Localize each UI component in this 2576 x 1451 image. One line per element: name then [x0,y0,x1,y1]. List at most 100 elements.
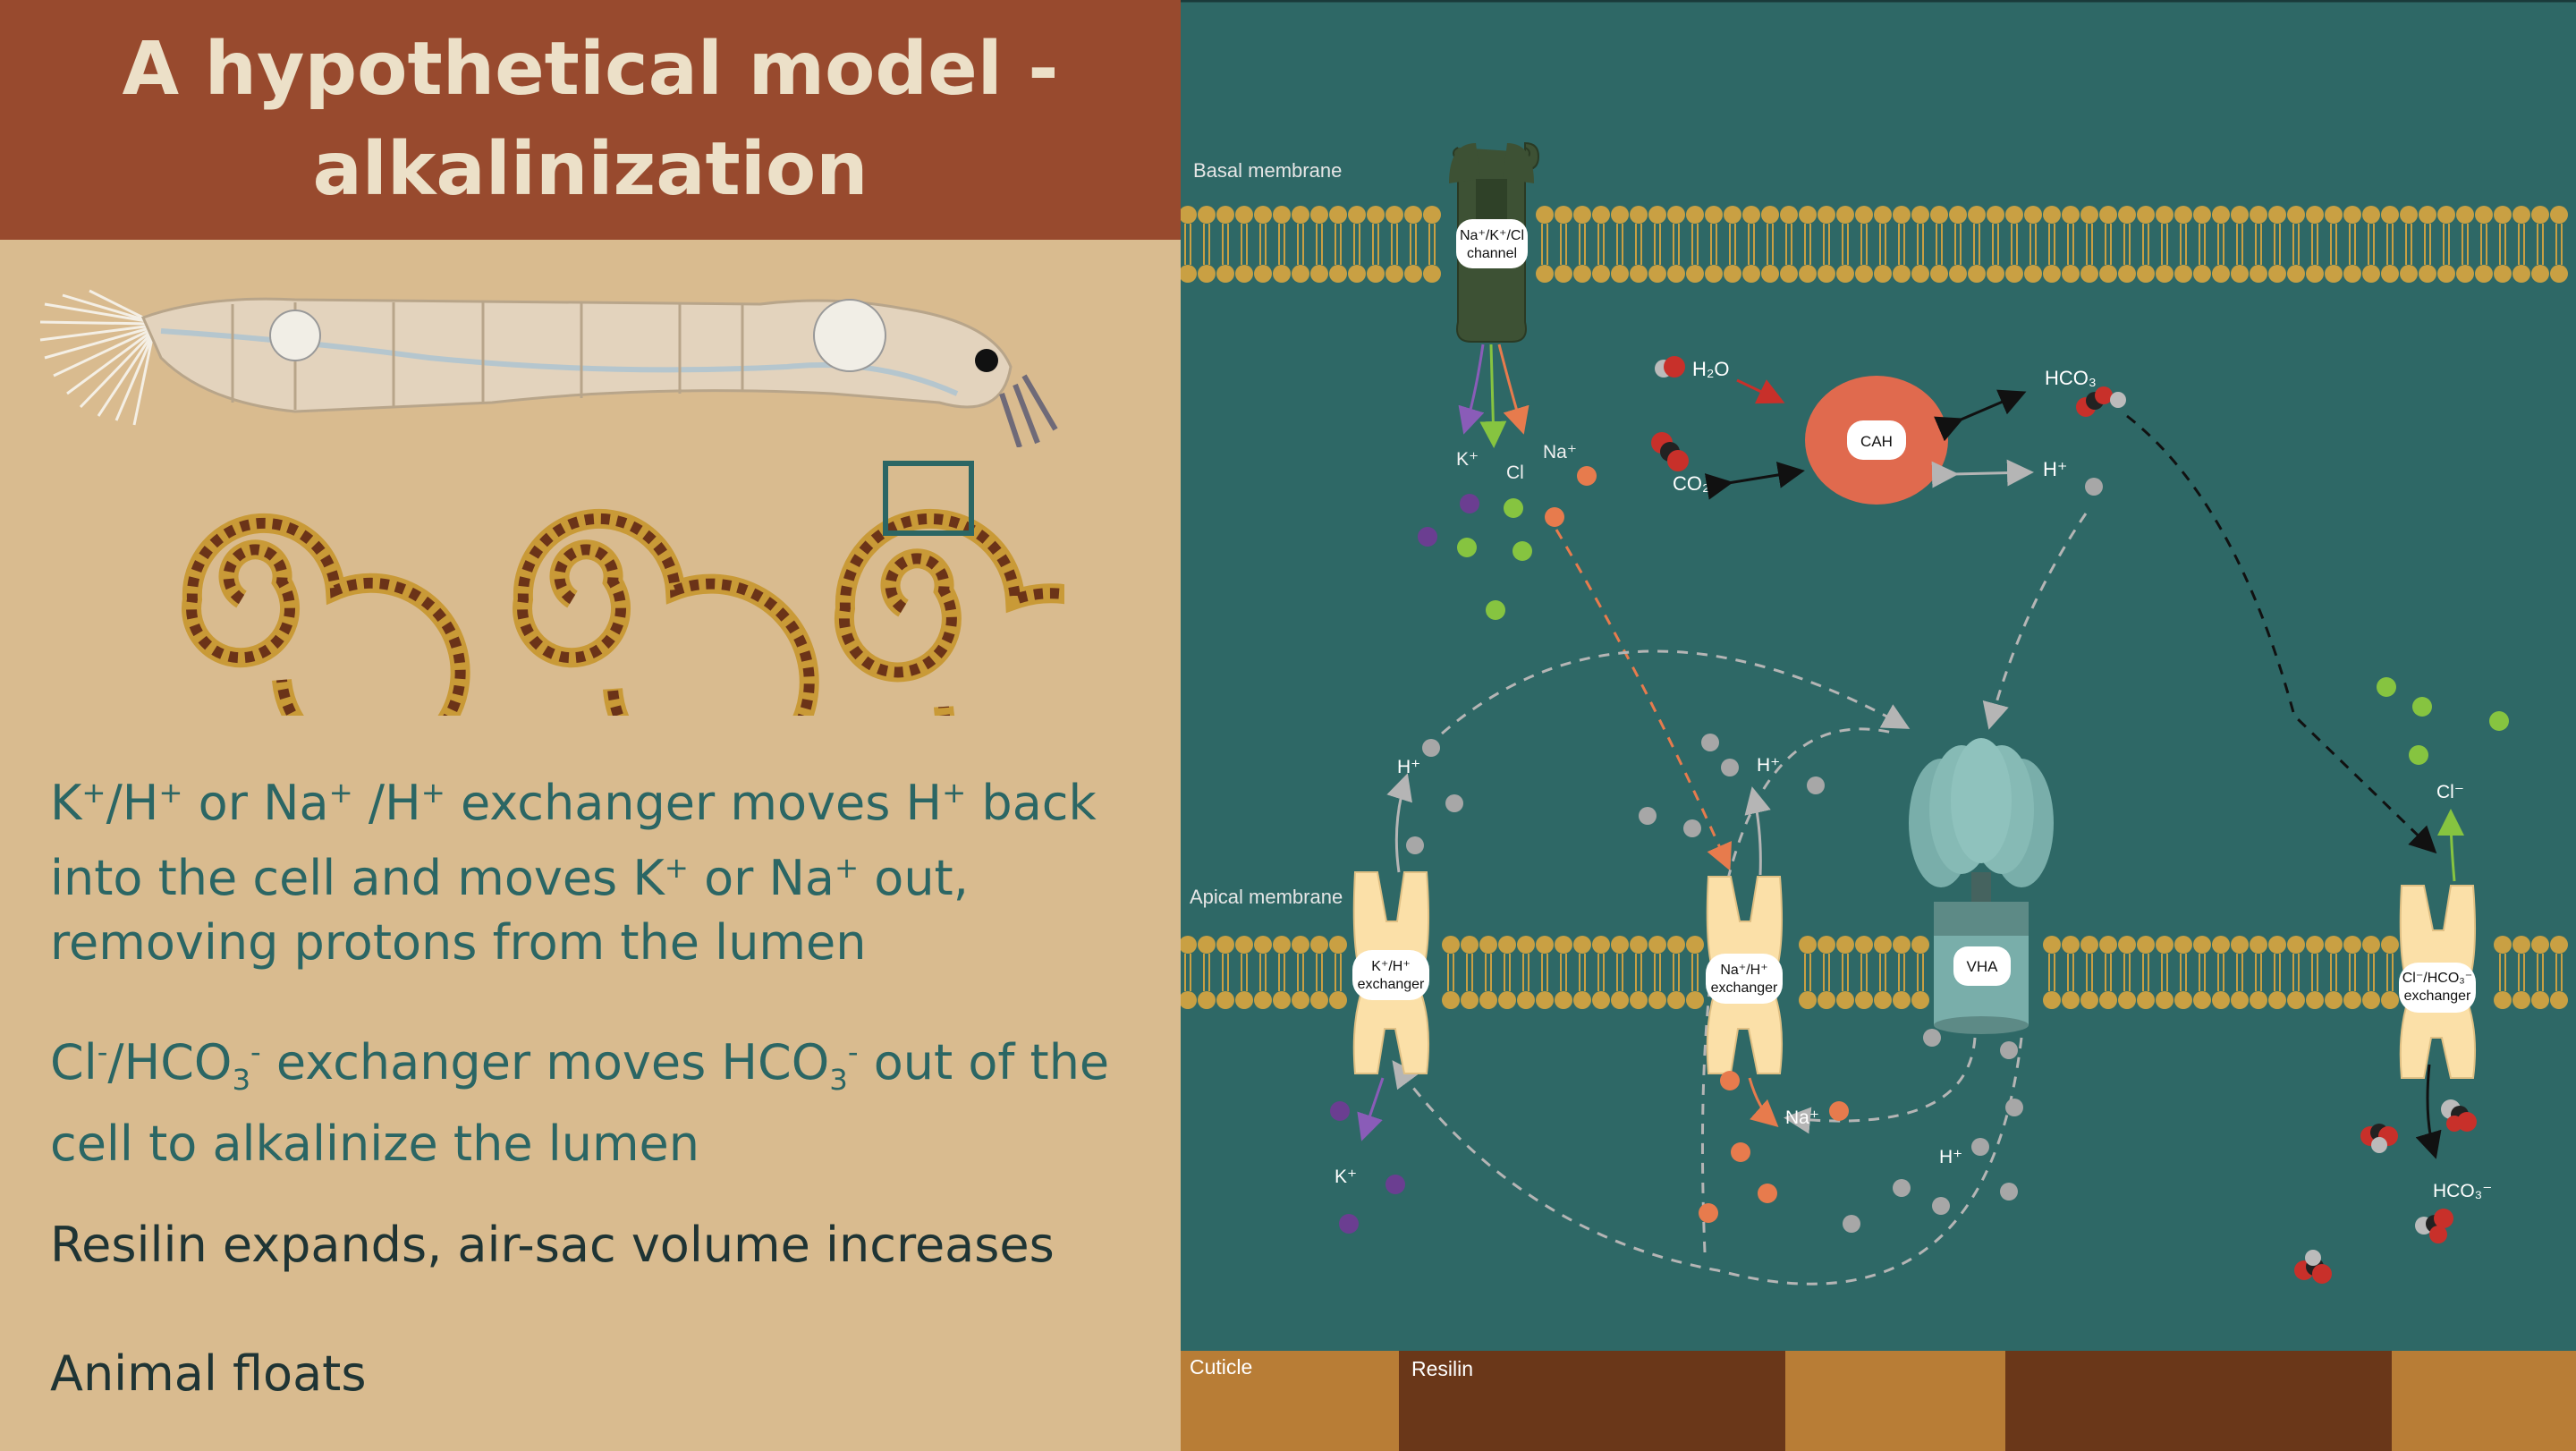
lipid-head [1648,936,1666,954]
lipid-head [1930,206,1948,224]
lipid-tail [1597,954,1605,991]
lipid-head [2306,206,2324,224]
lipid-head [2343,206,2361,224]
protons [1406,734,2023,1233]
lipid-tail [2555,954,2563,991]
lipid-head [1592,936,1610,954]
zoom-box [883,461,974,536]
lipid-head [2287,206,2305,224]
lipid-tail [2086,954,2093,991]
lipid-head [1742,265,1760,283]
lipid-head [2231,991,2249,1009]
lipid-head [2193,991,2211,1009]
lipid-head [1855,265,1873,283]
lipid-head [1329,265,1347,283]
lipid-head [2099,265,2117,283]
larva-eye [975,349,998,372]
lipid-head [1273,936,1291,954]
lipid-tail [1316,224,1323,265]
lipid-head [1799,265,1817,283]
lipid-tail [1992,224,1999,265]
lipid-head [1818,206,1835,224]
h2o-molecule [1655,356,1685,378]
lipid-tail [1823,954,1830,991]
lipid-tail [2330,224,2337,265]
lipid-head [2080,991,2098,1009]
lipid-tail [1898,954,1905,991]
lipid-head [2250,936,2267,954]
lipid-head [1216,265,1234,283]
lipid-tail [1654,954,1661,991]
lipid-head [1686,991,1704,1009]
lipid-tail [1241,224,1248,265]
lipid-tail [1335,224,1342,265]
nah-exchanger: Na⁺/H⁺ exchanger [1706,876,1784,1074]
lipid-head [1968,265,1986,283]
lipid-tail [1410,224,1417,265]
lipid-tail [1278,224,1285,265]
lipid-tail [1804,224,1811,265]
lipid-head [1949,265,1967,283]
lipid-head [1874,265,1892,283]
lipid-head [2456,206,2474,224]
lipid-tail [2537,954,2544,991]
h-plus-label: H⁺ [1757,755,1780,776]
lipid-head [1273,265,1291,283]
lipid-head [1216,936,1234,954]
lipid-head [1667,206,1685,224]
lipid-head [2174,265,2192,283]
lipid-head [2381,206,2399,224]
lipid-head [2362,936,2380,954]
nakcl-channel-label2: channel [1467,246,1517,261]
lipid-head [1724,206,1741,224]
lipid-tail [1673,224,1680,265]
lipid-tail [2067,954,2074,991]
lipid-tail [1954,224,1962,265]
lipid-head [2231,206,2249,224]
lipid-tail [1241,954,1248,991]
h-plus-label: H⁺ [1939,1147,1962,1167]
lipid-head [1292,206,1309,224]
lipid-tail [1860,954,1868,991]
page-title-line2: alkalinization [312,127,869,212]
lipid-head [1235,265,1253,283]
sodium-ions [1699,1071,1849,1223]
lipid-head [1855,936,1873,954]
lipid-head [1611,265,1629,283]
lipid-tail [2011,224,2018,265]
lipid-head [1254,991,1272,1009]
lipid-head [1592,265,1610,283]
lipid-tail [1898,224,1905,265]
lipid-tail [1391,224,1398,265]
lipid-head [1592,991,1610,1009]
lipid-tail [2199,224,2206,265]
lipid-head [1686,265,1704,283]
lipid-tail [1804,954,1811,991]
lipid-head [2043,991,2061,1009]
lipid-head [1648,991,1666,1009]
lipid-tail [2386,954,2394,991]
clhco3-exchanger: Cl⁻/HCO₃⁻ exchanger [2399,885,2477,1079]
lipid-tail [2443,224,2450,265]
lipid-head [1442,936,1460,954]
lipid-tail [1428,224,1436,265]
lipid-tail [1316,954,1323,991]
lipid-head [2212,936,2230,954]
cell-background [1181,0,2576,1351]
na-plus-label: Na⁺ [1785,1107,1819,1128]
larva-mouthparts [999,374,1058,447]
lipid-head [2325,991,2343,1009]
lipid-tail [1579,954,1586,991]
apical-membrane [1181,936,2568,1009]
lipid-head [2156,206,2174,224]
lipid-head [1968,206,1986,224]
lipid-head [2400,265,2418,283]
lipid-tail [1673,954,1680,991]
lipid-tail [1560,954,1567,991]
lipid-tail [2255,224,2262,265]
lipid-tail [1184,224,1191,265]
lipid-tail [1729,224,1736,265]
lipid-tail [1447,954,1454,991]
vha-pump: VHA [1909,738,2054,1034]
lipid-head [2156,265,2174,283]
